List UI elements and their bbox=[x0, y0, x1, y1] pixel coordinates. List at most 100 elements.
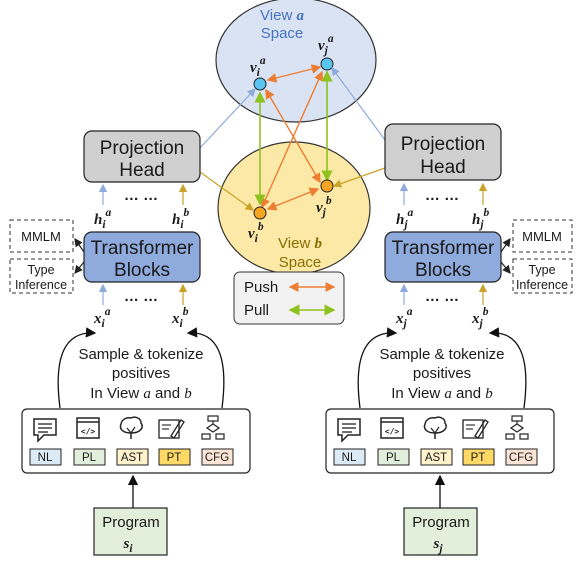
right-inference-label: Inference bbox=[516, 278, 568, 292]
right-x-b: xjb bbox=[471, 306, 489, 330]
svg-text:</>: </> bbox=[81, 427, 96, 436]
left-projection-line1: Projection bbox=[100, 138, 185, 159]
legend-pull-label: Pull bbox=[244, 302, 269, 319]
left-pt-icon bbox=[158, 419, 185, 439]
view-a-var: a bbox=[296, 8, 304, 24]
right-pl-icon: </> bbox=[380, 417, 404, 439]
view-a-title: View a bbox=[260, 7, 304, 24]
svg-text:AST: AST bbox=[121, 452, 143, 464]
left-mmlm-label: MMLM bbox=[21, 229, 61, 244]
left-sample-line2: positives bbox=[112, 365, 170, 382]
right-pt-icon bbox=[462, 419, 489, 439]
right-sample-line2: positives bbox=[413, 365, 471, 382]
svg-text:CFG: CFG bbox=[205, 452, 229, 464]
left-nl-icon bbox=[33, 418, 57, 443]
left-pipeline: Projection Head … … hia hib Transformer … bbox=[9, 130, 251, 556]
edge-left-head-to-vi-b bbox=[199, 171, 254, 211]
left-transformer-blocks bbox=[83, 231, 201, 283]
left-transformer-line1: Transformer bbox=[91, 238, 194, 259]
label-vi-b: vib bbox=[248, 221, 264, 245]
svg-text:PT: PT bbox=[167, 452, 182, 464]
left-h-dots: … … bbox=[124, 187, 158, 204]
right-sample-arc-right bbox=[488, 327, 527, 409]
view-a-space-label: Space bbox=[261, 25, 304, 42]
push-edge-vja-vib bbox=[260, 70, 324, 209]
right-mmlm-box bbox=[512, 219, 573, 253]
left-pl-icon: </> bbox=[76, 417, 100, 439]
svg-text:PT: PT bbox=[471, 452, 486, 464]
left-type-label: Type bbox=[27, 263, 54, 277]
left-inference-label: Inference bbox=[15, 278, 67, 292]
edge-right-head-to-vj-b bbox=[332, 167, 386, 188]
label-vj-a: vja bbox=[318, 33, 334, 57]
right-projection-line2: Head bbox=[420, 157, 465, 178]
right-transformer-line2: Blocks bbox=[415, 260, 471, 281]
right-sample-line3: In View a and b bbox=[391, 385, 493, 402]
left-tag-nl bbox=[29, 448, 62, 466]
right-mmlm-label: MMLM bbox=[522, 229, 562, 244]
node-vi-a bbox=[253, 77, 267, 91]
right-x-a: xja bbox=[395, 306, 413, 330]
right-pipeline: Projection Head … … hja hjb Transformer … bbox=[325, 123, 573, 556]
node-vi-b bbox=[253, 206, 267, 220]
left-sample-line1: Sample & tokenize bbox=[78, 346, 203, 363]
push-edges bbox=[260, 64, 324, 211]
left-mmlm-box bbox=[9, 219, 74, 253]
left-program-var: si bbox=[122, 536, 133, 555]
right-transformer-blocks bbox=[384, 231, 502, 283]
left-arrow-to-mmlm bbox=[74, 238, 85, 253]
node-vj-b bbox=[320, 179, 334, 193]
left-cfg-icon bbox=[201, 415, 225, 440]
svg-text:AST: AST bbox=[425, 452, 447, 464]
right-tag-cfg bbox=[505, 448, 538, 466]
label-vi-a: via bbox=[250, 55, 266, 79]
right-type-label: Type bbox=[528, 263, 555, 277]
left-x-dots: … … bbox=[124, 288, 158, 305]
left-tag-pt bbox=[158, 448, 191, 466]
view-b-space-label: Space bbox=[279, 254, 322, 271]
right-h-dots: … … bbox=[425, 187, 459, 204]
legend-push-label: Push bbox=[244, 279, 278, 296]
right-nl-icon bbox=[337, 418, 361, 443]
right-arrow-to-mmlm bbox=[500, 238, 511, 253]
left-sample-arc-right bbox=[186, 327, 225, 409]
right-cfg-icon bbox=[505, 415, 529, 440]
right-type-box bbox=[512, 258, 573, 294]
svg-text:CFG: CFG bbox=[509, 452, 533, 464]
right-sample-arc bbox=[357, 327, 398, 409]
right-projection-line1: Projection bbox=[401, 134, 486, 155]
left-x-b: xib bbox=[171, 306, 189, 330]
legend: Push Pull bbox=[233, 271, 345, 325]
svg-text:PL: PL bbox=[82, 452, 97, 464]
left-tag-pl bbox=[73, 448, 106, 466]
right-tag-pt bbox=[462, 448, 495, 466]
left-h-a: hia bbox=[94, 207, 112, 231]
right-arrow-to-type bbox=[500, 261, 511, 274]
left-projection-line2: Head bbox=[119, 160, 164, 181]
edge-right-head-to-vj-a bbox=[331, 67, 386, 141]
left-arrow-to-type bbox=[74, 261, 85, 274]
svg-text:NL: NL bbox=[342, 452, 357, 464]
right-tag-pl bbox=[377, 448, 410, 466]
left-projection-head bbox=[83, 130, 201, 183]
right-sample-line1: Sample & tokenize bbox=[379, 346, 504, 363]
left-ast-icon bbox=[119, 416, 143, 439]
svg-text:</>: </> bbox=[385, 427, 400, 436]
svg-text:NL: NL bbox=[38, 452, 53, 464]
left-sample-line3: In View a and b bbox=[90, 385, 192, 402]
svg-text:PL: PL bbox=[386, 452, 401, 464]
right-transformer-line1: Transformer bbox=[392, 238, 495, 259]
right-program-label: Program bbox=[412, 514, 470, 531]
left-sample-arc bbox=[57, 327, 97, 409]
right-projection-head bbox=[384, 123, 502, 181]
view-b-word: View bbox=[278, 235, 310, 252]
view-a-word: View bbox=[260, 7, 292, 24]
left-h-b: hib bbox=[172, 207, 190, 231]
left-program-label: Program bbox=[102, 514, 160, 531]
edge-left-head-to-vi-a bbox=[199, 88, 256, 149]
right-tag-nl bbox=[333, 448, 366, 466]
view-b-title: View b bbox=[278, 235, 322, 252]
left-x-a: xia bbox=[93, 306, 111, 330]
left-transformer-line2: Blocks bbox=[114, 260, 170, 281]
